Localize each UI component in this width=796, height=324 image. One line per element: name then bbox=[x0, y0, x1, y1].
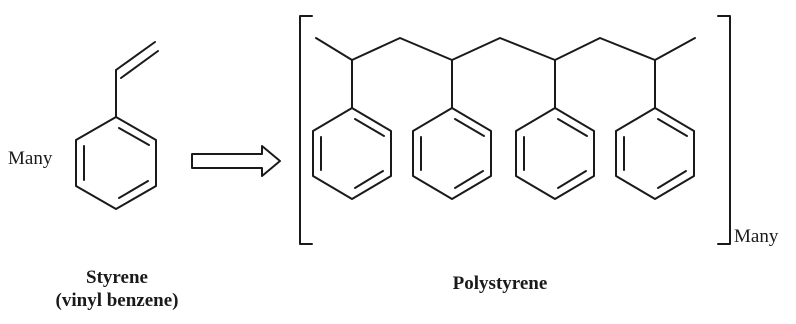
polymer-benzene-ring bbox=[615, 107, 695, 200]
styrene-molecule bbox=[75, 41, 159, 210]
styrene-name: Styrene bbox=[86, 267, 148, 288]
polymer-benzene-ring bbox=[312, 107, 392, 200]
styrene-ring-double-bond bbox=[118, 127, 150, 146]
polystyrene-name: Polystyrene bbox=[452, 273, 548, 294]
polymer-benzene-ring bbox=[412, 107, 492, 200]
styrene-alt-name: (vinyl benzene) bbox=[55, 290, 179, 311]
styrene-caption: Styrene (vinyl benzene) bbox=[34, 266, 200, 312]
styrene-vinyl-double-bond bbox=[120, 50, 159, 79]
polymer-repeat-label: Many bbox=[734, 226, 779, 247]
right-bracket bbox=[717, 15, 731, 245]
styrene-ring-double-bond bbox=[118, 180, 149, 199]
left-bracket bbox=[299, 15, 313, 245]
styrene-benzene-ring bbox=[75, 116, 157, 210]
polymer-benzene-ring bbox=[515, 107, 595, 200]
polymer-backbone bbox=[315, 37, 696, 61]
monomer-multiplier-label: Many bbox=[8, 148, 53, 169]
hollow-right-arrow-icon bbox=[191, 145, 281, 177]
polystyrene-molecule bbox=[299, 15, 731, 245]
styrene-vinyl-double-bond bbox=[115, 41, 156, 71]
